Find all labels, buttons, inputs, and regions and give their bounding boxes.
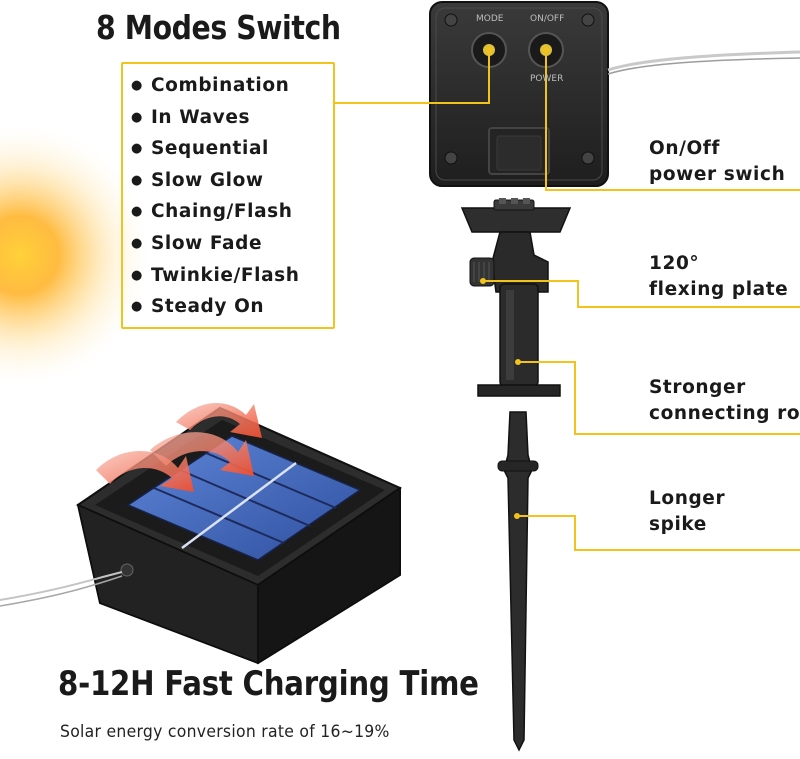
list-item: Slow Glow xyxy=(131,165,300,197)
list-item: Combination xyxy=(131,70,300,102)
connecting-rod xyxy=(477,283,561,397)
list-item: Twinkie/Flash xyxy=(131,260,300,292)
list-item: Chaing/Flash xyxy=(131,196,300,228)
callout-power: On/Off power swich xyxy=(649,136,785,188)
callout-dots xyxy=(480,47,549,519)
callout-spike-line1: Longer xyxy=(649,488,726,509)
callout-plate-line2: flexing plate xyxy=(649,279,789,300)
charging-arrows-icon xyxy=(96,403,262,492)
modes-box: Combination In Waves Sequential Slow Glo… xyxy=(121,62,335,329)
callout-lines xyxy=(335,50,800,551)
sun-glow xyxy=(0,125,150,385)
callout-rod: Stronger connecting rod xyxy=(649,375,800,427)
solar-panel-box xyxy=(0,406,403,665)
mode-label: MODE xyxy=(476,14,504,24)
spike xyxy=(497,411,539,752)
list-item: Steady On xyxy=(131,291,300,323)
callout-spike-line2: spike xyxy=(649,514,707,535)
flexing-plate xyxy=(460,198,572,293)
callout-rod-line2: connecting rod xyxy=(649,403,800,424)
callout-power-line2: power swich xyxy=(649,164,786,185)
onoff-label: ON/OFF xyxy=(530,14,565,24)
charging-subtitle: Solar energy conversion rate of 16~19% xyxy=(60,722,390,742)
power-label: POWER xyxy=(530,74,564,84)
callout-plate-line1: 120° xyxy=(649,253,700,274)
callout-spike: Longer spike xyxy=(649,486,725,538)
list-item: In Waves xyxy=(131,102,300,134)
list-item: Sequential xyxy=(131,133,300,165)
callout-plate: 120° flexing plate xyxy=(649,251,788,303)
callout-power-line1: On/Off xyxy=(649,138,721,159)
callout-rod-line1: Stronger xyxy=(649,377,746,398)
modes-list: Combination In Waves Sequential Slow Glo… xyxy=(131,70,300,323)
charging-title: 8-12H Fast Charging Time xyxy=(58,664,479,704)
list-item: Slow Fade xyxy=(131,228,300,260)
page-title: 8 Modes Switch xyxy=(96,8,341,47)
